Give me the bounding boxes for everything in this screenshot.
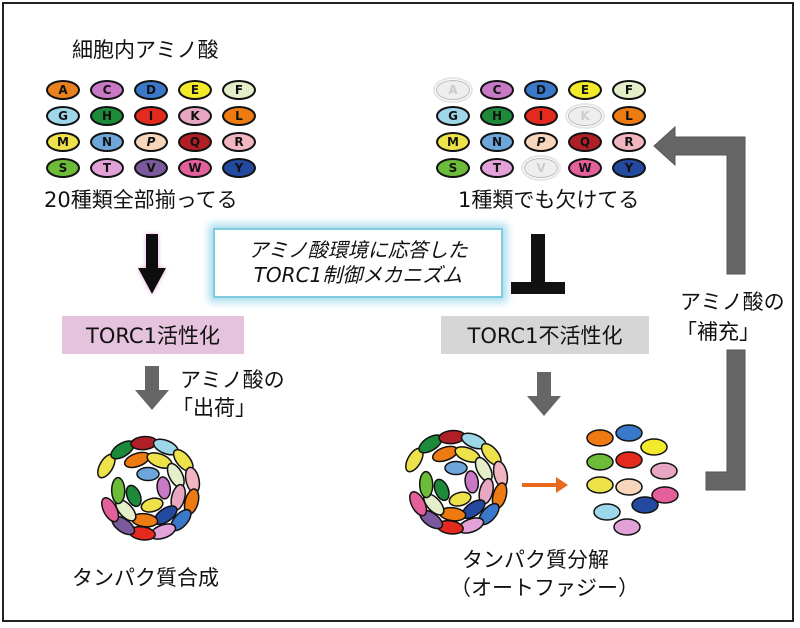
amino-acid-g: G <box>436 106 470 126</box>
amino-acid-q: Q <box>178 132 212 152</box>
free-amino-acid <box>613 518 641 536</box>
protein-residue <box>136 466 160 482</box>
replenish-arrow <box>653 125 746 491</box>
amino-acid-q: Q <box>568 132 602 152</box>
gray-down-arrow-right <box>527 372 561 416</box>
amino-acid-g: G <box>46 106 80 126</box>
amino-acid-c: C <box>480 80 514 100</box>
gray-down-arrow-left <box>135 366 169 410</box>
free-amino-acid <box>615 451 643 469</box>
inhibition-bar <box>511 234 565 294</box>
amino-acid-r: R <box>612 132 646 152</box>
autophagy-label: （オートファジー） <box>450 576 639 600</box>
protein-residue <box>140 497 164 513</box>
left-title: 細胞内アミノ酸 <box>72 38 219 62</box>
amino-acid-k: K <box>178 106 212 126</box>
amino-acid-h: H <box>90 106 124 126</box>
free-amino-acid <box>615 424 643 442</box>
free-amino-acid <box>593 503 621 521</box>
protein-residue <box>464 470 480 494</box>
amino-acid-w: W <box>568 158 602 178</box>
amino-acid-i: I <box>134 106 168 126</box>
amino-acid-t: T <box>90 158 124 178</box>
amino-acid-p: P <box>134 132 168 152</box>
export-label-line1: アミノ酸の <box>180 368 285 392</box>
left-status: 20種類全部揃ってる <box>44 188 238 212</box>
protein-residue <box>418 470 434 499</box>
export-label-line2: 「出荷」 <box>172 396 256 420</box>
degradation-arrow <box>522 477 568 493</box>
protein-residue <box>125 484 142 508</box>
amino-acid-c: C <box>90 80 124 100</box>
protein-degradation-label: タンパク質分解 <box>462 548 609 572</box>
amino-acid-i: I <box>524 106 558 126</box>
right-status: 1種類でも欠けてる <box>458 188 640 212</box>
amino-acid-p: P <box>524 132 558 152</box>
protein-residue <box>444 460 468 476</box>
protein-residue <box>156 476 172 500</box>
amino-acid-r: R <box>222 132 256 152</box>
protein-synthesis-label: タンパク質合成 <box>72 566 219 590</box>
amino-acid-n: N <box>480 132 514 152</box>
mechanism-title-line2: TORC1制御メカニズム <box>253 263 463 287</box>
free-amino-acids <box>586 424 679 536</box>
activation-arrow <box>138 234 166 294</box>
torc1-activation-box: TORC1活性化 <box>62 316 244 354</box>
amino-acid-t: T <box>480 158 514 178</box>
amino-acid-f: F <box>222 80 256 100</box>
amino-acid-d: D <box>134 80 168 100</box>
replenish-label-line1: アミノ酸の <box>680 290 785 314</box>
free-amino-acid <box>586 453 614 471</box>
protein-residue <box>110 476 126 505</box>
amino-acid-f: F <box>612 80 646 100</box>
free-amino-acid <box>615 478 643 496</box>
amino-acid-k-missing: K <box>565 103 605 129</box>
amino-acid-m: M <box>46 132 80 152</box>
amino-acid-v: V <box>134 158 168 178</box>
amino-acid-w: W <box>178 158 212 178</box>
amino-acid-d: D <box>524 80 558 100</box>
mechanism-title-box: アミノ酸環境に応答した TORC1制御メカニズム <box>213 228 503 298</box>
amino-acid-l: L <box>612 106 646 126</box>
amino-acid-a-missing: A <box>433 77 473 103</box>
torc1-activation-label: TORC1活性化 <box>86 324 220 348</box>
torc1-inactivation-label: TORC1不活性化 <box>467 324 623 348</box>
free-amino-acid <box>651 486 679 504</box>
free-amino-acid <box>631 496 659 514</box>
amino-acid-s: S <box>46 158 80 178</box>
amino-acid-y: Y <box>222 158 256 178</box>
amino-acid-m: M <box>436 132 470 152</box>
amino-acid-h: H <box>480 106 514 126</box>
protein-residue <box>448 491 472 507</box>
free-amino-acid <box>640 438 668 456</box>
free-amino-acid <box>586 476 614 494</box>
replenish-label-line2: 「補充」 <box>676 320 760 344</box>
protein-spiral-synthesis <box>97 435 201 541</box>
amino-acid-s: S <box>436 158 470 178</box>
amino-acid-a: A <box>46 80 80 100</box>
torc1-inactivation-box: TORC1不活性化 <box>441 316 649 354</box>
protein-spiral-degradation <box>405 429 509 535</box>
free-amino-acid <box>586 429 614 447</box>
amino-acid-e: E <box>178 80 212 100</box>
amino-acid-l: L <box>222 106 256 126</box>
amino-acid-y: Y <box>612 158 646 178</box>
free-amino-acid <box>650 462 678 480</box>
amino-acid-v-missing: V <box>521 155 561 181</box>
mechanism-title-line1: アミノ酸環境に応答した <box>248 238 468 262</box>
protein-residue <box>433 478 450 502</box>
amino-acid-e: E <box>568 80 602 100</box>
amino-acid-n: N <box>90 132 124 152</box>
